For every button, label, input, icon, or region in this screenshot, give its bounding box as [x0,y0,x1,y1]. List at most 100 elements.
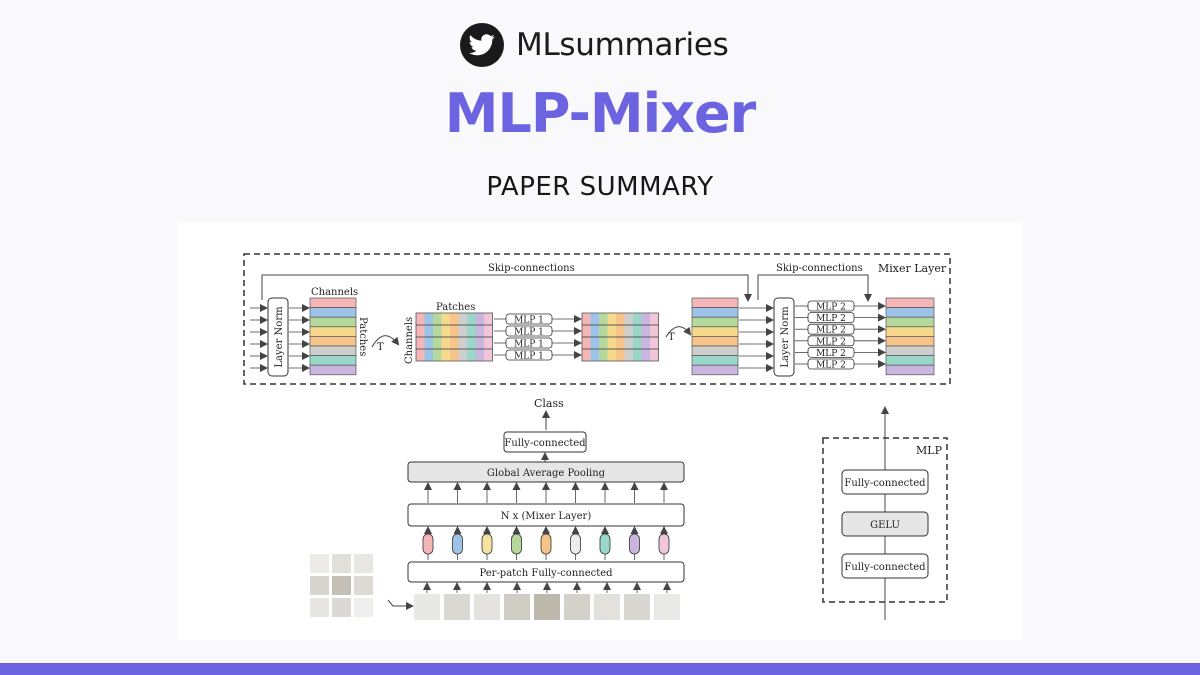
layer-norm-2-box [773,297,795,377]
channels-top-label: Channels [311,287,358,298]
mlp-mixer-figure: Mixer Layer Skip-connections Skip-connec… [178,222,1022,640]
stack-row [885,336,935,347]
image-patch [624,594,650,620]
stack-row [691,345,739,356]
image-grid-cell [310,598,329,617]
stack-row [309,307,357,318]
layer-norm-1-input-arrows [250,304,268,372]
skip-connection-2-line [757,274,872,302]
token-capsule [540,533,552,555]
image-grid-cell [332,598,351,617]
image-patch-row [414,582,680,620]
token-capsule [422,533,434,555]
image-patch [654,594,680,620]
patches-top-label: Patches [436,302,475,313]
image-patch [414,594,440,620]
mixer-layer-label: Mixer Layer [878,262,947,275]
image-grid-cell [310,554,329,573]
patch-token-row [422,526,670,560]
stack-row [885,316,935,328]
stack-row [309,336,357,347]
stack-row [309,316,357,328]
stack-row [309,364,357,376]
stack-row-outline [415,348,493,362]
mlp2-label: MLP 2 [816,349,846,359]
stack-row [885,297,935,308]
stack-row [691,316,739,328]
stack-row [691,326,739,337]
layer-norm-1-box [267,297,289,377]
stack-row [691,355,739,366]
stack-row [885,355,935,366]
grid-to-patches-arrow [387,599,414,610]
image-grid-cell [354,554,373,573]
skip-connection-1-label: Skip-connections [488,263,575,274]
skip-connection-2-label: Skip-connections [776,263,863,274]
transpose-1-label: T [377,342,384,353]
mixer-to-gap-arrows [424,482,668,503]
mlp2-label: MLP 2 [816,314,846,324]
stack-row [309,297,357,308]
image-grid-cell [354,576,373,595]
layer-norm-2-label: Layer Norm [780,306,791,368]
input-image-grid [310,554,373,617]
stack-row [885,307,935,318]
mlp-fc-bottom-label: Fully-connected [844,562,926,573]
stack-4-output-lines [739,304,774,372]
token-capsule [452,533,463,555]
image-grid-cell [310,576,329,595]
mlp2-label: MLP 2 [816,303,846,313]
image-patch [594,594,620,620]
token-capsule [511,533,522,555]
image-patch [444,594,470,620]
stack-row [691,307,739,318]
mlp1-label: MLP 1 [514,352,544,362]
stack-row [885,326,935,337]
class-label: Class [534,397,564,410]
mlp1-label: MLP 1 [514,340,544,350]
token-stack-3 [581,312,659,362]
mlp2-label: MLP 2 [816,361,846,371]
mlp1-group: MLP 1 MLP 1 MLP 1 MLP 1 [494,313,582,362]
fully-connected-head-label: Fully-connected [504,438,586,449]
image-grid-cell [332,554,351,573]
mlp-fc-bottom-box [841,553,929,579]
image-patch [534,594,560,620]
image-grid-cell [354,598,373,617]
mlp2-label: MLP 2 [816,326,846,336]
transpose-2-arrow [665,326,692,338]
token-stack-transposed [415,312,493,362]
stack-row [691,364,739,376]
global-average-pooling-label: Global Average Pooling [487,468,606,479]
mixer-layer-box [243,253,951,385]
mlp1-label: MLP 1 [514,316,544,326]
mlp1-label: MLP 1 [514,328,544,338]
token-capsule [629,533,640,555]
mlp-fc-top-label: Fully-connected [844,478,926,489]
mlp-fc-top-box [841,469,929,495]
token-capsule [599,533,611,555]
skip-connection-1-line [261,274,752,302]
n-mixer-layer-label: N x (Mixer Layer) [501,511,592,522]
channels-side-label: Channels [404,317,415,364]
token-capsule [570,533,581,555]
mlp-gelu-box [841,511,929,537]
token-capsule [481,533,493,555]
bottom-accent-bar [0,663,1200,675]
stack-row [691,297,739,308]
layer-norm-1-output-arrows [289,304,310,372]
layer-norm-1-label: Layer Norm [274,306,285,368]
image-patch [504,594,530,620]
transpose-2-label: T [668,332,675,343]
mlp-block-label: MLP [916,444,943,457]
brand-name: MLsummaries [516,27,729,63]
patches-side-label: Patches [357,317,368,356]
image-grid-cell [332,576,351,595]
page-title: MLP-Mixer [444,82,757,145]
token-capsule [658,533,670,555]
stack-row [309,345,357,356]
image-patch [474,594,500,620]
mlp2-label: MLP 2 [816,337,846,347]
brand-header: MLsummaries [460,22,729,68]
